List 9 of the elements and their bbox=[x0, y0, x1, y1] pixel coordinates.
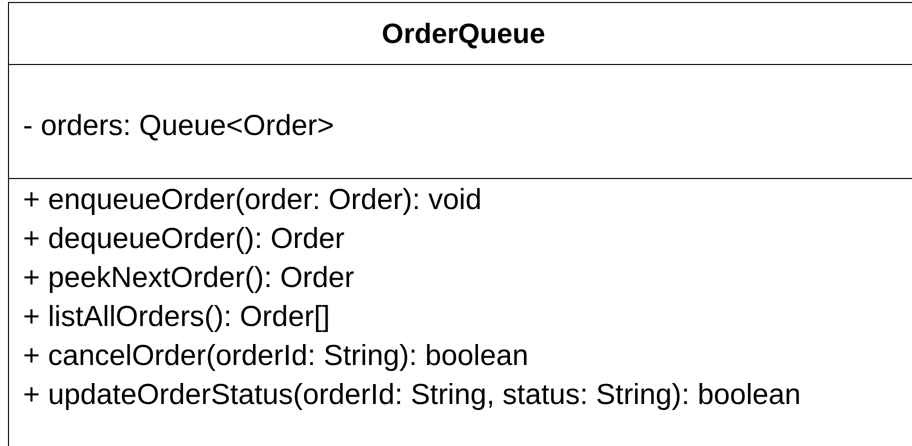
method-signature: + enqueueOrder(order: Order): void bbox=[23, 183, 482, 218]
method-signature: + listAllOrders(): Order[] bbox=[23, 300, 330, 335]
attribute-text: - orders: Queue<Order> bbox=[23, 109, 334, 144]
method-signature: + updateOrderStatus(orderId: String, status: String): boolean bbox=[23, 378, 801, 413]
method-signature: + dequeueOrder(): Order bbox=[23, 222, 345, 257]
method-signature: + peekNextOrder(): Order bbox=[23, 261, 354, 296]
method-signature: + cancelOrder(orderId: String): boolean bbox=[23, 339, 528, 374]
class-name: OrderQueue bbox=[382, 16, 546, 50]
class-box bbox=[8, 2, 912, 446]
